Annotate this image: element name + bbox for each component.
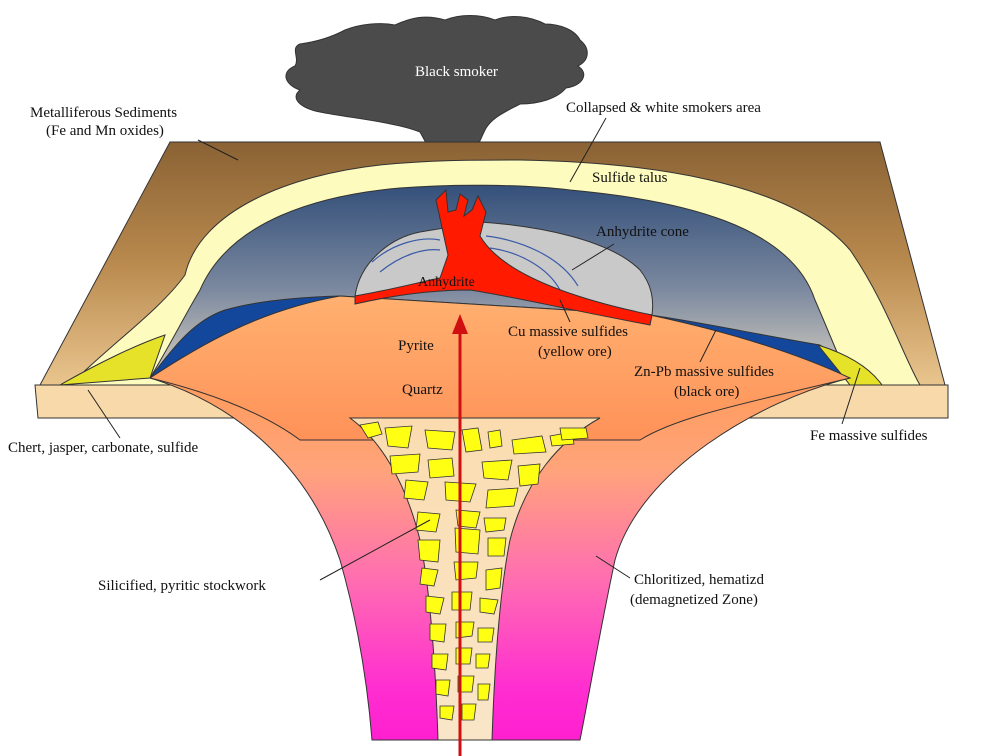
cu-sulfides-label-1: Cu massive sulfides <box>508 324 628 340</box>
chert-label: Chert, jasper, carbonate, sulfide <box>8 440 199 456</box>
zn-pb-label-1: Zn-Pb massive sulfides <box>634 364 774 380</box>
fe-sulfides-label: Fe massive sulfides <box>810 428 928 444</box>
stockwork-label: Silicified, pyritic stockwork <box>98 578 266 594</box>
chloritized-label-2: (demagnetized Zone) <box>630 592 758 608</box>
pyrite-label: Pyrite <box>398 338 434 354</box>
collapsed-label: Collapsed & white smokers area <box>566 100 761 116</box>
sulfide-talus-label: Sulfide talus <box>592 170 668 186</box>
metalliferous-label-1: Metalliferous Sediments <box>30 105 177 121</box>
quartz-label: Quartz <box>402 382 443 398</box>
zn-pb-label-2: (black ore) <box>674 384 739 400</box>
anhydrite-label: Anhydrite <box>418 275 475 290</box>
chloritized-label-1: Chloritized, hematizd <box>634 572 764 588</box>
cu-sulfides-label-2: (yellow ore) <box>538 344 612 360</box>
metalliferous-label-2: (Fe and Mn oxides) <box>46 123 164 139</box>
black-smoker-label: Black smoker <box>415 64 498 80</box>
anhydrite-cone-label: Anhydrite cone <box>596 224 689 240</box>
